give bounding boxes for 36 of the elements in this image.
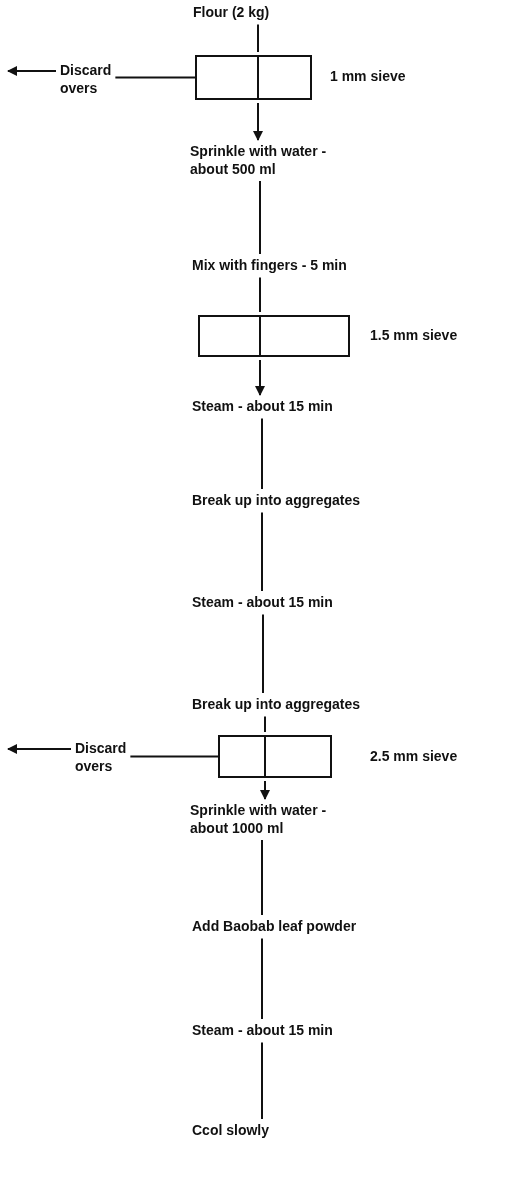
connector-line (262, 613, 264, 694)
sieve-box (218, 735, 332, 778)
step-label: Sprinkle with water - about 1000 ml (190, 802, 328, 837)
connector-line (261, 1041, 263, 1120)
step-label: Discard overs (75, 740, 128, 775)
connector-line (257, 23, 259, 53)
step-label: Steam - about 15 min (192, 1022, 333, 1040)
connector-line (261, 839, 263, 916)
connector-line (264, 715, 266, 733)
step-label: Add Baobab leaf powder (192, 918, 357, 936)
step-label: Discard overs (60, 62, 113, 97)
arrow (7, 66, 57, 76)
arrow (253, 102, 263, 141)
connector-line (129, 755, 219, 758)
arrow (260, 780, 270, 800)
sieve-size-label: 1 mm sieve (330, 68, 406, 84)
step-label: Sprinkle with water - about 500 ml (190, 143, 328, 178)
connector-line (259, 276, 261, 313)
sieve-size-label: 1.5 mm sieve (370, 327, 458, 343)
connector-line (261, 511, 263, 592)
sieve-box (195, 55, 312, 100)
sieve-size-label: 2.5 mm sieve (370, 748, 458, 764)
connector-line (114, 76, 196, 79)
step-label: Ccol slowly (192, 1122, 270, 1140)
connector-line (261, 417, 263, 490)
step-label: Flour (2 kg) (193, 4, 270, 22)
step-label: Mix with fingers - 5 min (192, 257, 347, 275)
step-label: Break up into aggregates (192, 696, 361, 714)
arrow (7, 744, 72, 754)
connector-line (259, 180, 261, 255)
step-label: Steam - about 15 min (192, 398, 333, 416)
connector-line (261, 937, 263, 1020)
sieve-box (198, 315, 350, 357)
step-label: Break up into aggregates (192, 492, 361, 510)
step-label: Steam - about 15 min (192, 594, 333, 612)
arrow (255, 359, 265, 396)
